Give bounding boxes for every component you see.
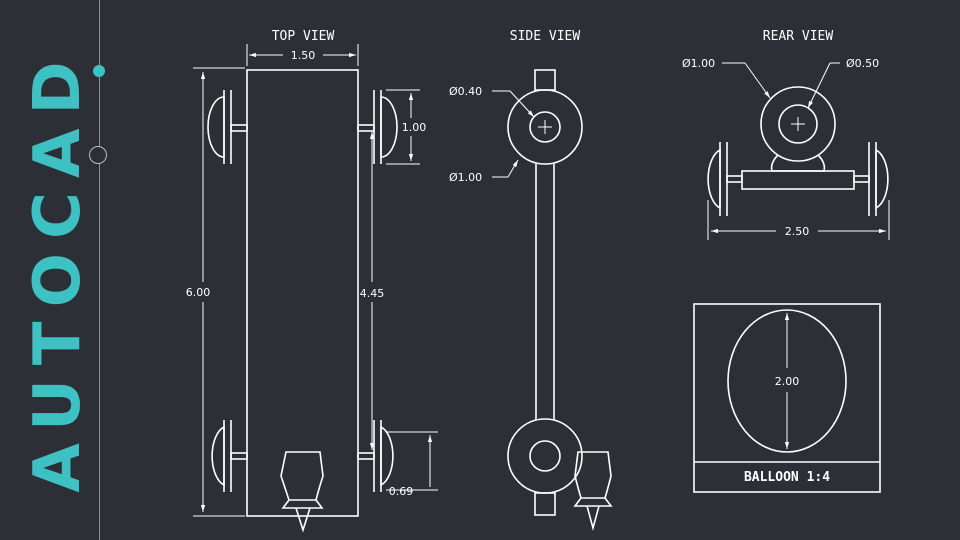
top-view: TOP VIEW 1.50 6.00 4.45 (186, 29, 438, 533)
lower-wheel-hub (529, 440, 561, 472)
rear-width-label: 2.50 (785, 225, 810, 238)
balloon-detail: 2.00 BALLOON 1:4 (693, 303, 881, 493)
side-view-title: SIDE VIEW (510, 29, 581, 44)
wheel-right-lower (357, 420, 394, 492)
autocad-branding-strip: AUTOCAD (0, 0, 110, 540)
chassis-body (246, 69, 359, 517)
rear-outer-diameter-label: Ø1.00 (682, 57, 715, 70)
top-view-title: TOP VIEW (272, 29, 335, 44)
top-width-label: 1.50 (291, 49, 316, 62)
rear-leader-lines (722, 62, 840, 109)
side-leader-lines (492, 90, 535, 178)
axle-spacing-label: 4.45 (360, 287, 385, 300)
wheel-lower-label: 0.69 (389, 485, 414, 498)
balloon-scale-label: BALLOON 1:4 (744, 470, 830, 485)
side-nozzle (573, 451, 613, 532)
rear-wheel-left (707, 142, 728, 216)
vertical-divider (99, 0, 100, 540)
top-height-dimension (193, 67, 245, 517)
lower-wheel-outer (507, 418, 583, 494)
wheel-left-lower (211, 420, 248, 492)
rear-view-title: REAR VIEW (763, 29, 834, 44)
ring-icon (89, 146, 107, 164)
top-height-label: 6.00 (186, 286, 211, 299)
rear-wheel-outer (760, 86, 836, 162)
rear-axle-bar (741, 170, 855, 190)
side-outer-diameter-label: Ø1.00 (449, 171, 482, 184)
wheel-upper-label: 1.00 (402, 121, 427, 134)
upper-axle-stub (534, 69, 556, 91)
wheel-left-upper (207, 90, 248, 164)
lower-axle-stub (534, 492, 556, 516)
top-width-dimension (246, 44, 359, 66)
rear-inner-diameter-label: Ø0.50 (846, 57, 879, 70)
rear-wheel-right (868, 142, 889, 216)
rear-wheel-hub (778, 104, 818, 144)
wheel-upper-dimension (386, 89, 420, 165)
side-view: SIDE VIEW Ø0.40 Ø1.00 (449, 29, 613, 532)
wheel-lower-dimension (386, 431, 438, 491)
side-inner-diameter-label: Ø0.40 (449, 85, 482, 98)
rear-view: REAR VIEW 2.50 (682, 29, 890, 240)
wheel-right-upper (357, 90, 398, 164)
top-nozzle (280, 451, 324, 533)
rear-width-dimension (707, 200, 890, 240)
balloon-frame (693, 303, 881, 493)
accent-dot-icon (93, 65, 105, 77)
upper-wheel-outer (507, 89, 583, 165)
upper-wheel-hub (529, 111, 561, 143)
balloon-shape (727, 309, 847, 453)
balloon-height-label: 2.00 (775, 375, 800, 388)
